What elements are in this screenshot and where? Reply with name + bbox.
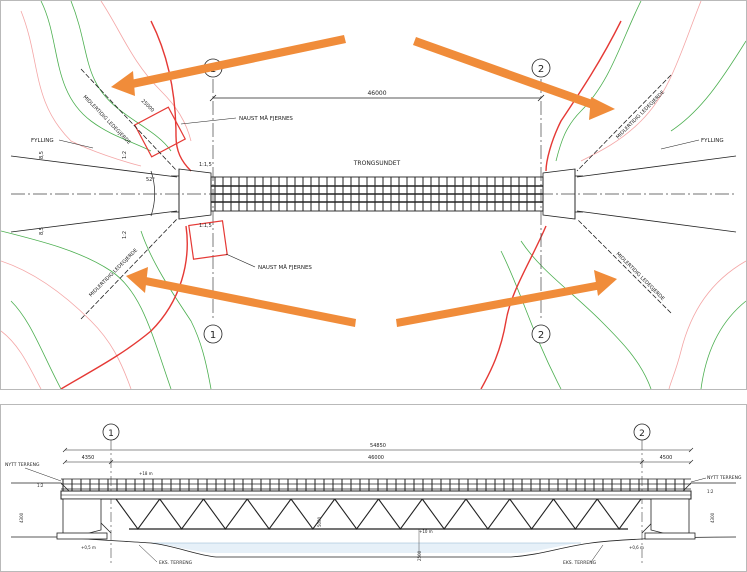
overall-dimension-label: 54850: [370, 443, 386, 449]
overall-dimension: [62, 447, 694, 453]
vdim-water: 2500: [417, 550, 422, 561]
arrow-top-left: [111, 35, 346, 96]
boathouse-top-outline: [133, 106, 187, 158]
leader-new-terrain-right: [690, 477, 707, 483]
contours-right: [500, 1, 746, 389]
slope-label-1: 1:1,5: [199, 162, 212, 168]
orange-arrows: [111, 35, 617, 327]
right-dimension-label: 4500: [660, 455, 673, 461]
elev-axis-bubble-1: 1: [102, 423, 120, 441]
note-boathouse-top: NAUST MÅ FJERNES: [180, 115, 293, 125]
guide-wall-lines: [10, 68, 737, 320]
slope-label-elev-left: 1:2: [37, 483, 44, 488]
plan-view-panel: 1 2 1 2 46000 TRONGSUNDET: [0, 0, 747, 390]
slope-label-elev-right: 1:2: [707, 489, 714, 494]
truss-web: [115, 498, 642, 530]
dim-8-5-bottom: 8,5: [39, 227, 45, 235]
note-fill-left: FYLLING: [31, 138, 94, 149]
angle-arc: [150, 170, 156, 217]
arrow-top-right: [413, 37, 615, 120]
terrain-boundary-left-top: [150, 20, 192, 172]
existing-terrain-line: [11, 536, 737, 558]
level-label-right: +0,6 m: [629, 545, 644, 550]
abutment-elev-left: [56, 498, 108, 540]
svg-text:1: 1: [210, 330, 216, 341]
mid-dimension-label: 46000: [368, 455, 384, 461]
level-label-top: +18 m: [139, 471, 153, 476]
label-existing-terrain-right: EKS. TERRENG: [563, 560, 597, 566]
note-guide-wall-top-left: MIDLERTIDIG LEDEGJERDE: [82, 94, 132, 146]
axis-bubble-1-bottom: 1: [203, 324, 223, 344]
svg-text:1: 1: [108, 429, 114, 439]
svg-text:2: 2: [538, 330, 544, 341]
svg-text:46000: 46000: [367, 90, 386, 97]
arrow-bottom-right: [396, 270, 617, 327]
svg-text:NAUST MÅ FJERNES: NAUST MÅ FJERNES: [239, 115, 293, 122]
leader-existing-terrain-left: [138, 544, 158, 563]
slope-label-4: 1:2: [122, 231, 128, 239]
label-existing-terrain-left: EKS. TERRENG: [159, 560, 193, 566]
terrain-boundary-right-bottom: [480, 225, 547, 389]
leader-new-terrain-left: [24, 467, 62, 482]
svg-text:NAUST MÅ FJERNES: NAUST MÅ FJERNES: [258, 264, 312, 271]
span-dimension: 46000: [209, 90, 545, 102]
abutment-left: [171, 168, 212, 220]
water-body: [151, 543, 581, 553]
angle-52: 52°: [146, 177, 155, 183]
vdim-truss: 5000: [317, 516, 322, 527]
contours-left: [1, 1, 212, 389]
svg-text:2: 2: [639, 429, 645, 439]
plan-drawing: 1 2 1 2 46000 TRONGSUNDET: [1, 1, 746, 389]
note-guide-wall-bottom-left: MIDLERTIDIG LEDEGJERDE: [88, 248, 139, 299]
dim-25000: 25000: [140, 98, 155, 113]
elevation-drawing: 1 2 54850 4350 46000 4500: [5, 423, 742, 566]
left-dimension-label: 4350: [82, 455, 95, 461]
slope-label-2: 1:1,5: [199, 223, 212, 229]
bridge-deck-plan: [210, 176, 544, 212]
note-guide-wall-top-right: MIDLERTIDIG LEDEGJERDE: [615, 90, 666, 141]
railing: [61, 478, 691, 491]
sub-dimensions: [62, 459, 694, 465]
arrow-bottom-left: [126, 267, 356, 327]
elevation-view-panel: 1 2 54850 4350 46000 4500: [0, 404, 747, 572]
vdim-right: 4300: [710, 512, 715, 523]
svg-text:FYLLING: FYLLING: [31, 138, 54, 144]
axis-bubble-2-bottom: 2: [531, 324, 551, 344]
water-name-label: TRONGSUNDET: [353, 160, 401, 167]
vdim-left: 4300: [19, 512, 24, 523]
terrain-boundary-left-bottom: [60, 225, 188, 389]
label-new-terrain-right: NYTT TERRENG: [707, 475, 742, 481]
abutment-elev-right: [644, 498, 696, 540]
note-boathouse-bottom: NAUST MÅ FJERNES: [225, 253, 312, 271]
note-fill-right: FYLLING: [660, 138, 724, 150]
dim-8-5-top: 8,5: [39, 151, 45, 159]
svg-text:2: 2: [538, 64, 544, 75]
svg-text:FYLLING: FYLLING: [701, 138, 724, 144]
elev-axis-bubble-2: 2: [633, 423, 651, 441]
terrain-boundary-right-top: [545, 20, 622, 172]
level-label-left: +0,5 m: [81, 545, 96, 550]
leader-existing-terrain-right: [590, 544, 604, 563]
slope-label-3: 1:2: [122, 151, 128, 159]
axis-bubble-2-top: 2: [531, 58, 551, 78]
boathouse-bottom-outline: [188, 220, 228, 260]
truss: [115, 498, 642, 530]
label-new-terrain-left: NYTT TERRENG: [5, 462, 40, 468]
note-guide-wall-bottom-right: MIDLERTIDIG LEDEGJERDE: [615, 251, 666, 302]
level-label-mid: +10 m: [419, 529, 433, 534]
